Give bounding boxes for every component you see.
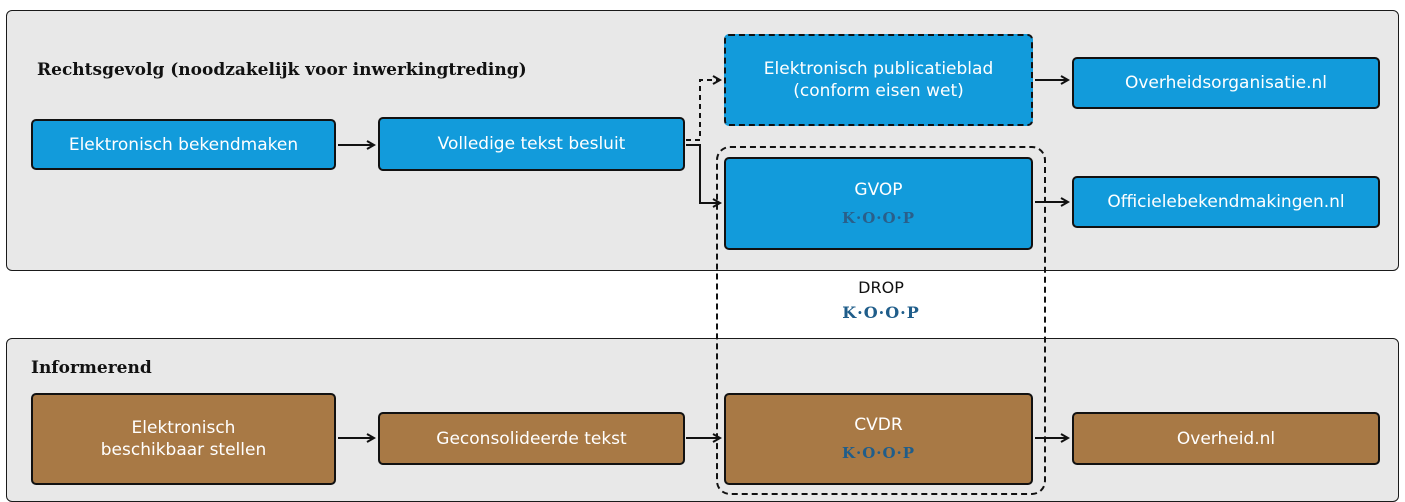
officielebekendmakingen-label: Officielebekendmakingen.nl: [1107, 192, 1345, 212]
publicatieblad-line2: (conform eisen wet): [793, 81, 964, 101]
elektronisch-bekendmaken-label: Elektronisch bekendmaken: [68, 134, 299, 155]
gvop-koop-logo: K·O·O·P: [841, 208, 916, 227]
officielebekendmakingen-box: Officielebekendmakingen.nl: [1072, 176, 1380, 228]
geconsolideerde-label: Geconsolideerde tekst: [436, 428, 627, 449]
overheid-label: Overheid.nl: [1176, 428, 1276, 449]
volledige-tekst-box: Volledige tekst besluit: [378, 117, 685, 171]
informerend-title: Informerend: [31, 358, 152, 378]
beschikbaar-line2: beschikbaar stellen: [100, 440, 267, 460]
beschikbaar-line1: Elektronisch: [131, 418, 236, 438]
drop-container: [716, 146, 1046, 495]
cvdr-box: CVDR K·O·O·P: [724, 393, 1033, 485]
beschikbaar-stellen-box: Elektronisch beschikbaar stellen: [31, 393, 336, 485]
drop-koop-logo: K·O·O·P: [842, 303, 920, 322]
rechtsgevolg-title: Rechtsgevolg (noodzakelijk voor inwerkin…: [37, 60, 527, 80]
publicatieblad-box: Elektronisch publicatieblad (conform eis…: [724, 34, 1033, 126]
gvop-label: GVOP: [854, 179, 903, 200]
overheid-box: Overheid.nl: [1072, 412, 1380, 465]
volledige-tekst-label: Volledige tekst besluit: [437, 134, 626, 154]
cvdr-koop-logo: K·O·O·P: [841, 444, 916, 462]
drop-label: DROP: [858, 278, 904, 297]
elektronisch-bekendmaken-box: Elektronisch bekendmaken: [31, 119, 336, 170]
publicatieblad-line1: Elektronisch publicatieblad: [763, 59, 994, 79]
overheidsorganisatie-box: Overheidsorganisatie.nl: [1072, 57, 1380, 109]
overheidsorganisatie-label: Overheidsorganisatie.nl: [1124, 73, 1328, 93]
drop-group: DROP K·O·O·P: [716, 278, 1046, 322]
gvop-box: GVOP K·O·O·P: [724, 157, 1033, 250]
cvdr-label: CVDR: [854, 415, 903, 435]
geconsolideerde-tekst-box: Geconsolideerde tekst: [378, 412, 685, 465]
